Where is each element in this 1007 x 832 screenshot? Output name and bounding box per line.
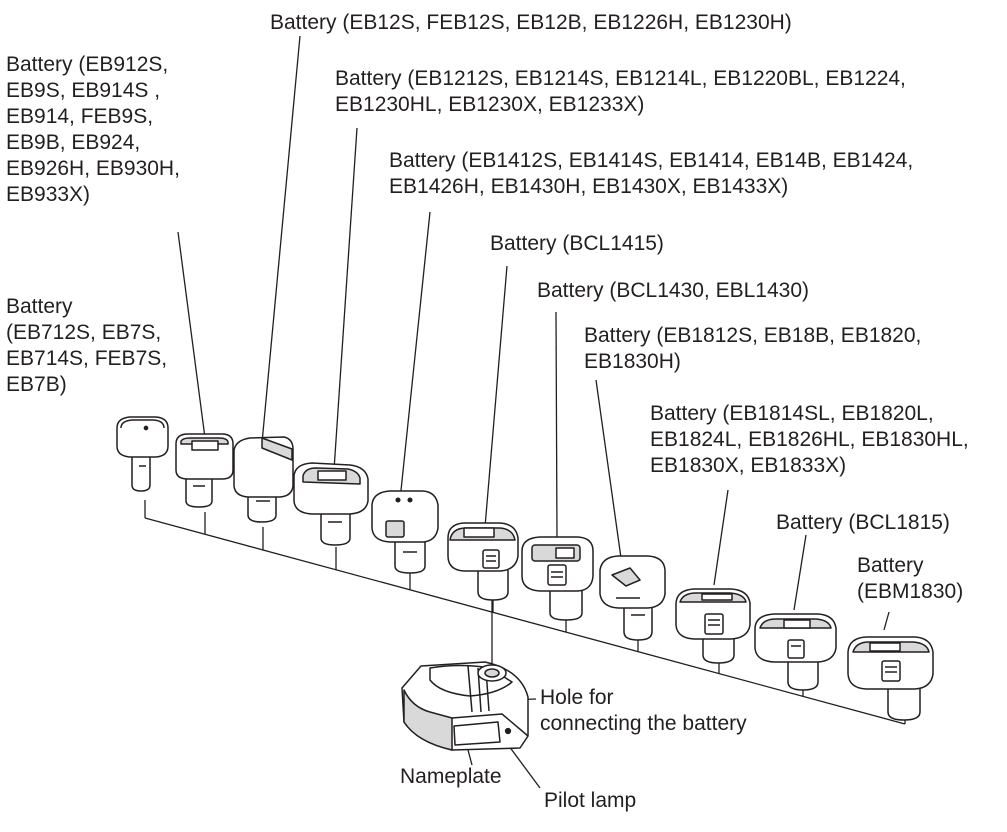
charger	[401, 661, 529, 751]
label-line: EB7B)	[6, 373, 67, 396]
label-eb9: Battery (EB912S, EB9S, EB914S , EB914, F…	[6, 52, 180, 208]
label-hole: Hole for connecting the battery	[540, 685, 747, 737]
battery-bcl1430	[521, 536, 594, 621]
battery-eb9	[175, 433, 234, 508]
leader-eb12	[261, 35, 301, 444]
label-line: Battery	[6, 295, 73, 318]
label-eb12hl: Battery (EB1212S, EB1214S, EB1214L, EB12…	[335, 66, 906, 118]
label-line: connecting the battery	[540, 712, 747, 735]
label-bcl1415: Battery (BCL1415)	[490, 231, 664, 257]
batteries	[116, 416, 934, 721]
label-eb18: Battery (EB1812S, EB18B, EB1820, EB1830H…	[584, 323, 921, 375]
battery-bcl1815	[754, 613, 837, 691]
label-line: EB933X)	[6, 183, 91, 206]
battery-eb7	[116, 416, 169, 492]
label-line: Battery (BCL1815)	[776, 511, 950, 534]
label-line: EB926H, EB930H,	[6, 157, 180, 180]
leader-eb18	[595, 379, 622, 559]
label-line: Pilot lamp	[544, 789, 637, 812]
label-line: Battery (EB912S,	[6, 53, 169, 76]
label-line: Battery (EB1212S, EB1214S, EB1214L, EB12…	[335, 67, 906, 90]
label-line: EB9S, EB914S ,	[6, 79, 161, 102]
label-line: EB9B, EB924,	[6, 131, 141, 154]
battery-eb18	[599, 555, 666, 641]
leader-eb9	[177, 231, 206, 439]
battery-eb12	[233, 436, 294, 523]
label-line: (EBM1830)	[857, 580, 964, 603]
battery-bcl1415	[447, 522, 519, 601]
leader-eb18sl	[713, 489, 729, 586]
label-line: Battery (EB1814SL, EB1820L,	[650, 402, 934, 425]
battery-eb12hl	[293, 462, 369, 546]
label-line: EB1426H, EB1430H, EB1430X, EB1433X)	[389, 175, 789, 198]
label-line: Battery (BCL1415)	[490, 232, 664, 255]
battery-ebm1830	[847, 636, 934, 721]
label-line: Battery (EB1412S, EB1414S, EB1414, EB14B…	[389, 149, 914, 172]
label-line: Battery	[857, 554, 924, 577]
leader-ebm1830	[883, 611, 890, 631]
label-line: EB1830H)	[584, 350, 681, 373]
leader-bcl1415	[484, 265, 508, 528]
label-line: Battery (BCL1430, EBL1430)	[537, 279, 809, 302]
label-line: Hole for	[540, 686, 614, 709]
leader-bcl1430	[555, 311, 558, 541]
label-bcl1430: Battery (BCL1430, EBL1430)	[537, 278, 809, 304]
label-bcl1815: Battery (BCL1815)	[776, 510, 950, 536]
battery-eb14	[371, 490, 439, 574]
label-line: EB1230HL, EB1230X, EB1233X)	[335, 93, 645, 116]
label-eb12: Battery (EB12S, FEB12S, EB12B, EB1226H, …	[270, 10, 792, 36]
label-eb14: Battery (EB1412S, EB1414S, EB1414, EB14B…	[389, 148, 913, 200]
bracket-baseline	[144, 517, 906, 725]
label-line: Battery (EB12S, FEB12S, EB12B, EB1226H, …	[270, 11, 792, 34]
label-line: (EB712S, EB7S,	[6, 321, 162, 344]
label-eb7: Battery (EB712S, EB7S, EB714S, FEB7S, EB…	[6, 294, 167, 398]
label-line: EB1824L, EB1826HL, EB1830HL,	[650, 428, 969, 451]
leader-eb12hl	[333, 127, 358, 471]
label-eb18sl: Battery (EB1814SL, EB1820L, EB1824L, EB1…	[650, 401, 969, 479]
leader-eb14	[399, 211, 431, 501]
label-pilot: Pilot lamp	[544, 788, 636, 814]
label-line: EB1830X, EB1833X)	[650, 454, 847, 477]
label-line: EB914, FEB9S,	[6, 105, 154, 128]
label-line: EB714S, FEB7S,	[6, 347, 168, 370]
label-line: Battery (EB1812S, EB18B, EB1820,	[584, 324, 922, 347]
label-nameplate: Nameplate	[400, 764, 502, 790]
leader-bcl1815	[793, 534, 807, 611]
label-ebm1830: Battery (EBM1830)	[857, 553, 963, 605]
label-line: Nameplate	[400, 765, 502, 788]
battery-eb18sl	[675, 588, 751, 664]
